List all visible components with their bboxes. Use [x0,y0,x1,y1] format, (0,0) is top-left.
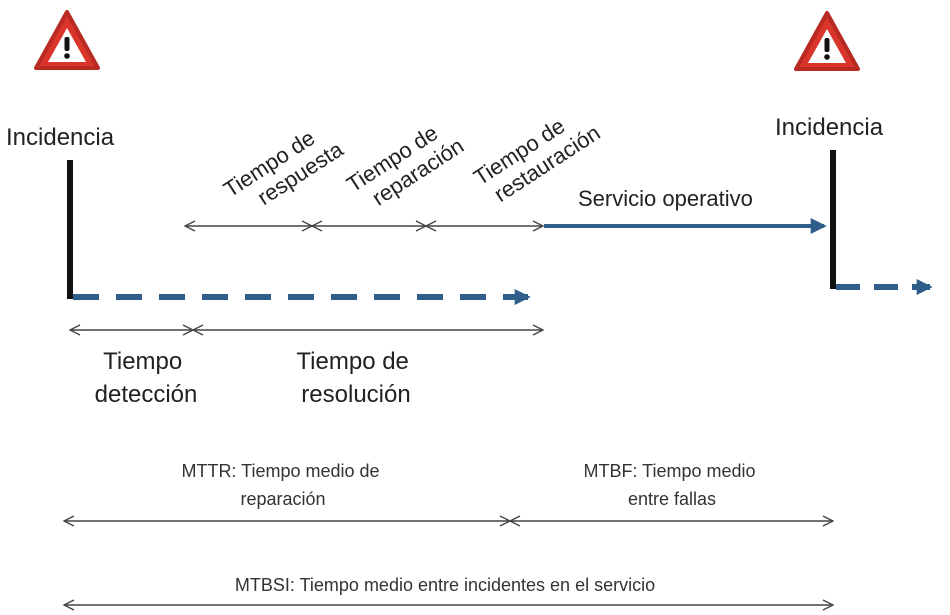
mttr-label: MTTR: Tiempo medio de reparación [181,461,384,509]
resolution-time-label: Tiempo de resolución [296,348,415,408]
warning-icon-right [794,11,860,71]
repair-time-label: Tiempo de reparación [342,120,468,210]
mtbsi-label: MTBSI: Tiempo medio entre incidentes en … [235,575,655,595]
warning-icon-left [34,10,100,70]
response-time-label: Tiempo de respuesta [219,125,348,210]
mtbf-label: MTBF: Tiempo medio entre fallas [583,461,760,509]
service-operative-label: Servicio operativo [578,186,753,211]
incident-label-left: Incidencia [6,124,115,151]
detection-time-label: Tiempo detección [95,348,198,408]
incident-label-right: Incidencia [775,114,884,141]
